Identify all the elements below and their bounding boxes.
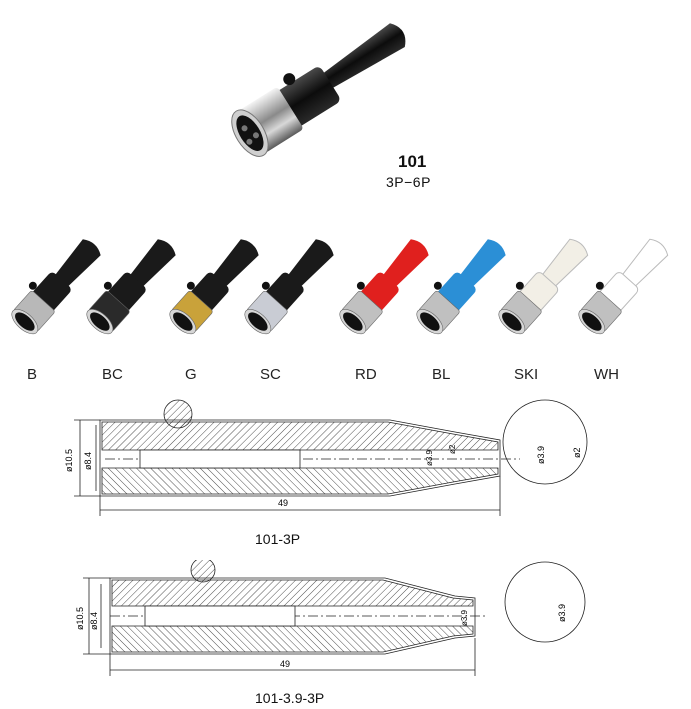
detail-a-label: ø3.9 [536,446,546,464]
variant-label-b: B [27,366,38,383]
variant-connector-ski [498,238,589,335]
drawing-caption-101-3-9-3p: 101-3.9-3P [255,690,325,706]
variant-connector-g [169,239,259,335]
variant-connector-rd [339,239,429,335]
inner-diameter-label: ø8.4 [89,612,99,630]
detail-a-label: ø3.9 [557,604,567,622]
variant-connector-bc [86,239,176,335]
variant-label-rd: RD [355,366,377,383]
variant-label-bl: BL [432,366,451,383]
drawing-caption-101-3p: 101-3P [255,531,301,547]
inner-diameter-label: ø8.4 [83,452,93,470]
hero-connector-image [231,23,406,157]
variant-label-sc: SC [260,366,281,383]
variant-connector-sc [244,239,334,335]
tip-diameter-label: ø3.9 [425,449,434,466]
outer-diameter-label: ø10.5 [75,607,85,630]
length-label: 49 [280,659,290,669]
detail-b-label: ø2 [572,447,582,458]
variant-connector-bl [416,239,506,335]
tip-diameter-label: ø3.9 [460,609,469,626]
variant-connector-wh [578,238,669,335]
outer-diameter-label: ø10.5 [64,449,74,472]
variant-label-g: G [185,366,197,383]
variant-label-ski: SKI [514,366,539,383]
variant-connector-b [11,239,101,335]
pin-diameter-label: ø2 [448,444,457,454]
technical-drawing-101-3-9-3p: ø10.5 ø8.4 ø3.9 49 ø3.9 [75,560,586,676]
variant-label-wh: WH [594,366,619,383]
pin-range: 3P−6P [386,174,431,190]
length-label: 49 [278,498,288,508]
model-number: 101 [398,152,427,171]
variant-label-bc: BC [102,366,123,383]
technical-drawing-101-3p: ø10.5 ø8.4 ø3.9 ø2 49 ø3.9 ø2 [64,399,588,516]
